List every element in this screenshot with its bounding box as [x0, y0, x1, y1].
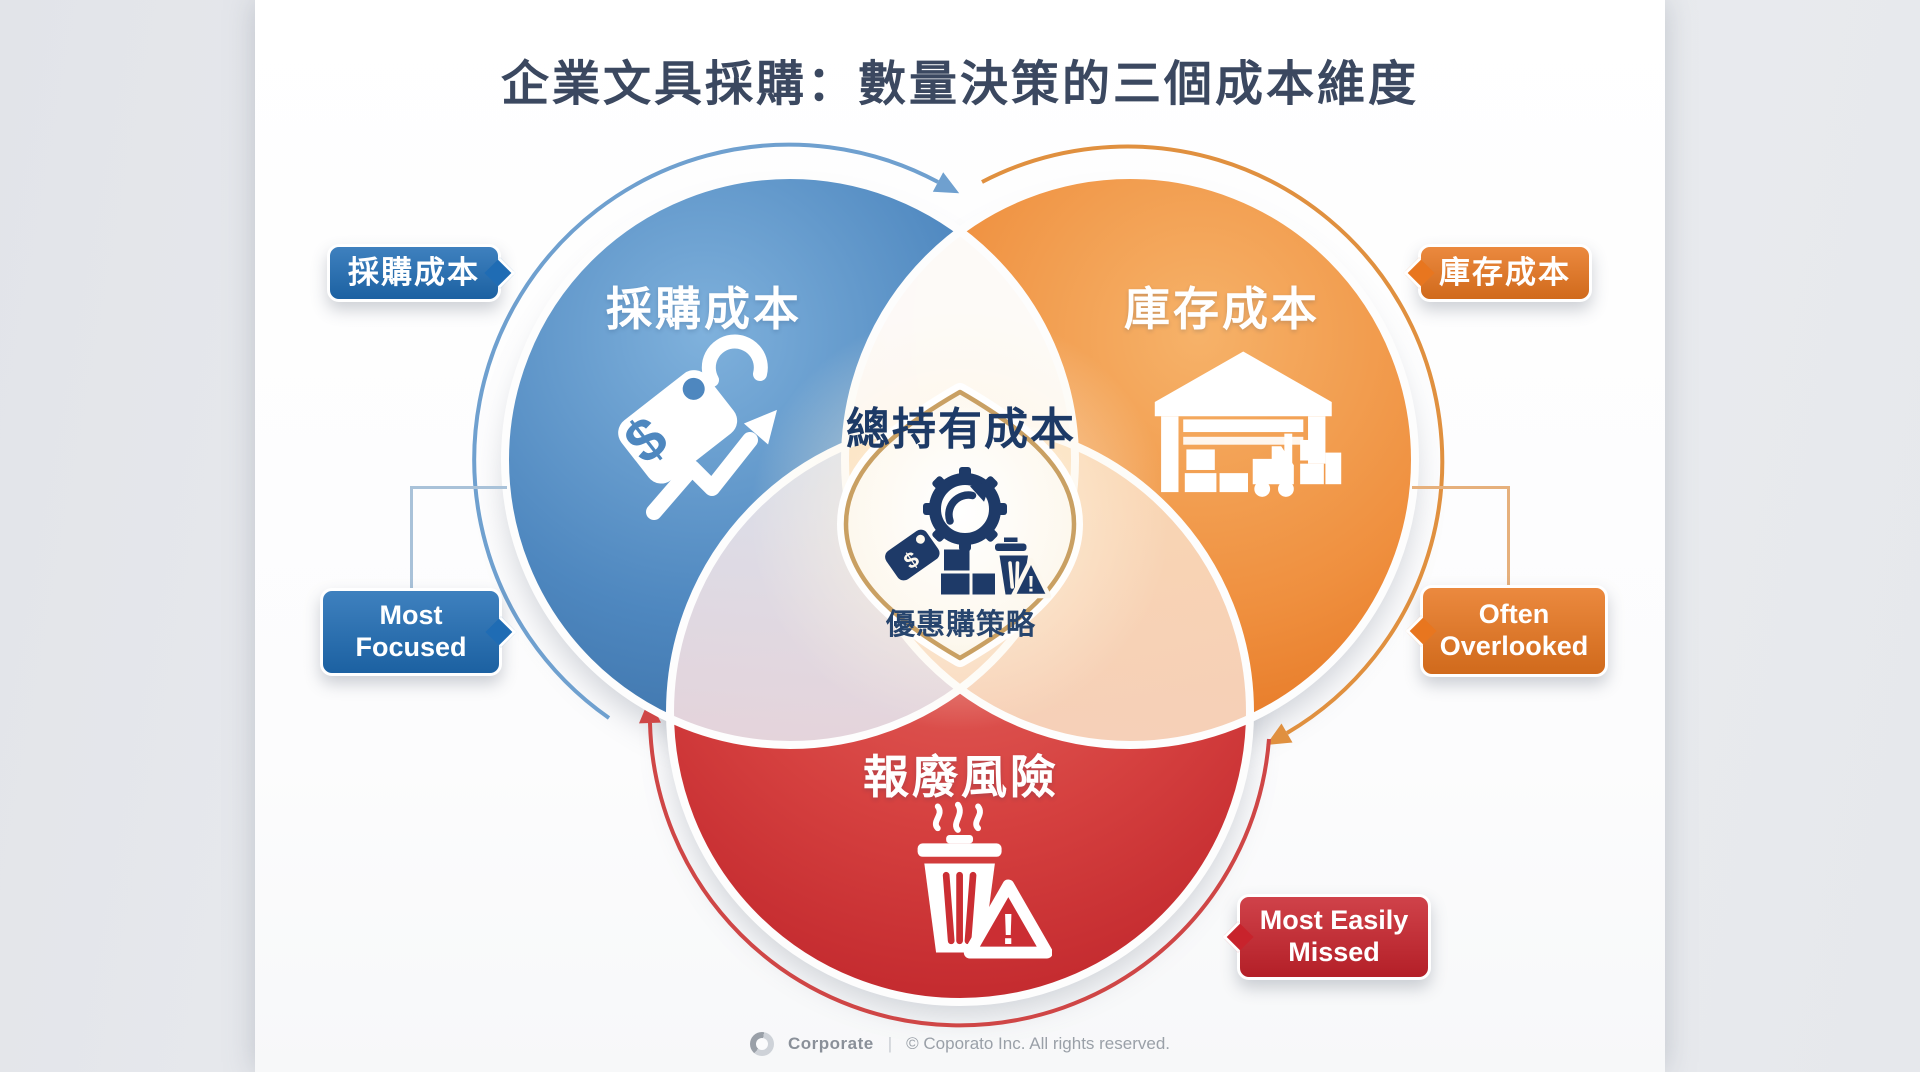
- often-overlooked-connector-vertical: [1507, 486, 1510, 585]
- center-title: 總持有成本: [846, 405, 1076, 454]
- corporate-logo-icon: [749, 1032, 774, 1056]
- warning-exclamation-glyph: !: [1027, 572, 1035, 597]
- most-focused-connector-vertical: [410, 486, 413, 588]
- warning-exclamation-glyph: !: [1001, 905, 1016, 954]
- callout-label: Often Overlooked: [1439, 599, 1589, 661]
- callout-label: Most Focused: [355, 600, 467, 662]
- blue-flow-arc: [472, 142, 939, 720]
- orange-flow-arc: [981, 144, 1445, 735]
- callout-procurement-cost: 採購成本: [327, 244, 501, 302]
- orange-flow-arrowhead-icon: [1266, 723, 1293, 745]
- inventory-circle-label: 庫存成本: [1124, 283, 1320, 335]
- center-subtitle: 優惠購策略: [885, 609, 1037, 641]
- page-title: 企業文具採購：數量決策的三個成本維度: [500, 58, 1419, 111]
- most-focused-connector-horizontal: [410, 486, 507, 489]
- red-flow-arc: [648, 722, 1271, 1028]
- scrap-circle-label: 報廢風險: [863, 751, 1059, 803]
- footer-brand: Corporate: [787, 1034, 874, 1053]
- footer: Corporate | © Coporato Inc. All rights r…: [255, 1032, 1665, 1056]
- price-tag-trend-icon: $: [612, 334, 777, 520]
- callout-label: 庫存成本: [1439, 254, 1571, 290]
- warehouse-forklift-icon: [1154, 351, 1342, 497]
- often-overlooked-connector-horizontal: [1412, 486, 1510, 489]
- callout-most-easily-missed: Most Easily Missed: [1237, 894, 1431, 980]
- footer-copyright: © Coporato Inc. All rights reserved.: [906, 1034, 1171, 1053]
- callout-inventory-cost: 庫存成本: [1418, 244, 1592, 302]
- callout-often-overlooked: Often Overlooked: [1420, 585, 1608, 677]
- callout-label: 採購成本: [348, 254, 480, 290]
- callout-most-focused: Most Focused: [320, 588, 502, 676]
- blue-flow-arrowhead-icon: [932, 172, 960, 194]
- procurement-circle-label: 採購成本: [606, 283, 802, 335]
- trash-warning-icon: !: [917, 801, 1052, 959]
- callout-label: Most Easily Missed: [1259, 905, 1409, 967]
- gear-cost-cycle-icon: $ !: [885, 467, 1052, 599]
- footer-divider: |: [887, 1034, 893, 1053]
